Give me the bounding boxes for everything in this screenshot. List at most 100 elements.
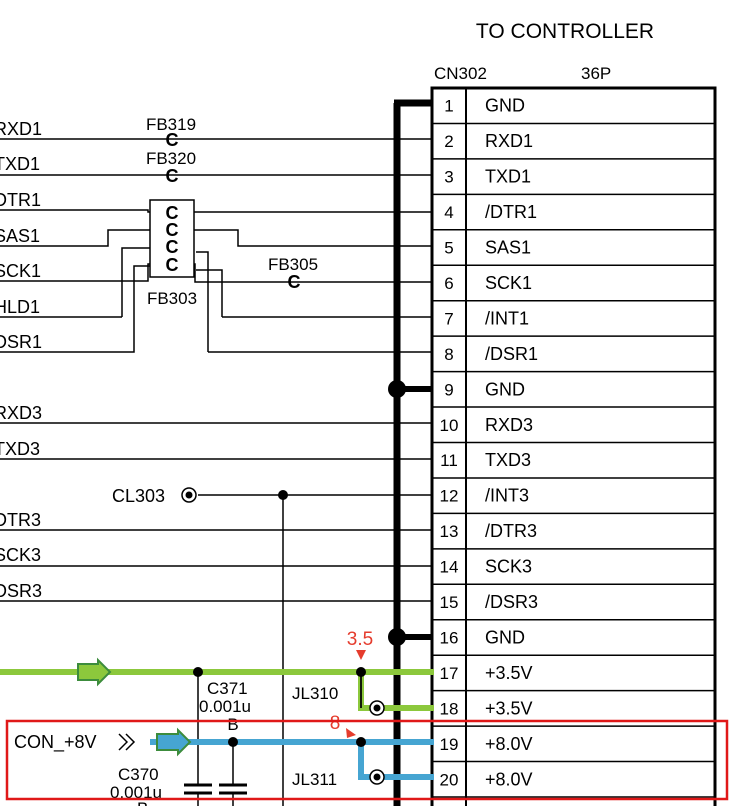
pin-name: TXD1 <box>485 167 531 187</box>
pin-number: 6 <box>444 274 453 293</box>
bead-coil-icon: C <box>288 272 301 292</box>
pin-number: 19 <box>440 735 459 754</box>
connector-cn302 <box>430 86 717 806</box>
pin-number: 16 <box>440 628 459 647</box>
arrow-right-icon <box>77 657 112 687</box>
capacitor-c371: C371 0.001u B <box>199 679 251 734</box>
pin-number: 18 <box>440 699 459 718</box>
highlight-box <box>5 719 729 801</box>
pin-name: +3.5V <box>485 663 533 683</box>
signal-label: TXD1 <box>0 154 40 174</box>
pin-name: GND <box>485 379 525 399</box>
fb320-label: FB320 <box>146 149 196 168</box>
header-title: TO CONTROLLER <box>476 20 654 43</box>
pin-name: RXD1 <box>485 131 533 151</box>
node-label: B <box>137 799 148 806</box>
fb319-label: FB319 <box>146 115 196 134</box>
pin-name: GND <box>485 96 525 116</box>
pin-number: 9 <box>444 380 453 399</box>
bead-coil-icon: C <box>166 203 179 223</box>
pin-name: /INT3 <box>485 486 529 506</box>
ferrite-bead-fb319: FB319 C <box>146 115 196 150</box>
signal-label: RXD3 <box>0 403 42 423</box>
pin-number: 2 <box>444 132 453 151</box>
pin-number: 11 <box>440 451 458 470</box>
signal-label: HLD1 <box>0 297 40 317</box>
pin-name: /INT1 <box>485 308 529 328</box>
connector-ref: CN302 <box>434 64 487 83</box>
pin-number: 17 <box>440 664 459 683</box>
signal-label: DTR1 <box>0 190 41 210</box>
port-chevron-icon <box>118 733 129 751</box>
pin-name: SAS1 <box>485 238 531 258</box>
pin-name: /DTR3 <box>485 521 537 541</box>
fb305-label: FB305 <box>268 255 318 274</box>
signal-label: SCK3 <box>0 545 41 565</box>
test-point-cl303: CL303 <box>112 486 197 506</box>
signal-label: RXD1 <box>0 119 42 139</box>
jumper-jl310: JL310 <box>292 684 385 716</box>
gnd-junction-9 <box>388 380 406 398</box>
annotation-arrow-icon <box>346 728 356 738</box>
jl311-label: JL311 <box>292 770 337 789</box>
ferrite-bead-fb305: FB305 C <box>268 255 318 292</box>
c371-label: C371 <box>207 679 248 698</box>
pin-number: 12 <box>440 487 459 506</box>
jumper-jl311: JL311 <box>292 769 385 789</box>
pin-name: RXD3 <box>485 415 533 435</box>
pin-name: +8.0V <box>485 769 533 789</box>
pin-number: 4 <box>444 203 453 222</box>
pin-name: +3.5V <box>485 698 533 718</box>
pin-name: TXD3 <box>485 450 531 470</box>
c371-value: 0.001u <box>199 697 251 716</box>
bead-coil-icon: C <box>166 220 179 240</box>
signal-label: SCK1 <box>0 261 41 281</box>
node-label: B <box>227 715 238 734</box>
con-8v-label: CON_+8V <box>14 732 97 753</box>
c370-value: 0.001u <box>110 783 162 802</box>
signal-label: DSR3 <box>0 581 42 601</box>
rail-3v5: 3.5 <box>0 629 434 776</box>
pin-number: 14 <box>440 558 459 577</box>
pin-name: /DSR3 <box>485 592 538 612</box>
pin-number: 8 <box>444 345 453 364</box>
pin-name: GND <box>485 627 525 647</box>
signal-label: SAS1 <box>0 226 40 246</box>
pin-number: 3 <box>444 168 453 187</box>
annotation-arrow-icon <box>356 650 366 660</box>
pin-number: 5 <box>444 239 453 258</box>
pin-name: +8.0V <box>485 734 533 754</box>
pin-number: 15 <box>440 593 459 612</box>
ferrite-bead-fb320: FB320 C <box>146 149 196 186</box>
pin-number: 1 <box>444 97 453 116</box>
ferrite-bead-fb303: C C C C FB303 <box>147 199 197 308</box>
bead-coil-icon: C <box>166 130 179 150</box>
connector-pin-count: 36P <box>581 64 611 83</box>
cl303-label: CL303 <box>112 486 165 506</box>
pin-name: SCK1 <box>485 273 532 293</box>
signal-label: TXD3 <box>0 439 40 459</box>
pin-name: /DSR1 <box>485 344 538 364</box>
ground-bus <box>388 99 432 806</box>
pin-name: SCK3 <box>485 557 532 577</box>
rail-8v: CON_+8V 8 <box>14 713 434 780</box>
c370-label: C370 <box>118 765 159 784</box>
pin-number: 10 <box>440 416 459 435</box>
pin-number: 7 <box>444 309 453 328</box>
bead-coil-icon: C <box>166 166 179 186</box>
fb303-label: FB303 <box>147 289 197 308</box>
jl310-label: JL310 <box>292 684 338 703</box>
pin-number: 20 <box>440 770 459 789</box>
bead-coil-icon: C <box>166 255 179 275</box>
voltage-annotation: 8 <box>330 713 341 734</box>
pin-number: 13 <box>440 522 459 541</box>
junction-int3 <box>278 490 288 500</box>
signal-label: DSR1 <box>0 332 42 352</box>
pin-name: /DTR1 <box>485 202 537 222</box>
bead-coil-icon: C <box>166 237 179 257</box>
signal-label: DTR3 <box>0 510 41 530</box>
left-signal-labels: RXD1 TXD1 DTR1 SAS1 SCK1 HLD1 DSR1 RXD3 … <box>0 119 42 601</box>
gnd-junction-16 <box>388 628 406 646</box>
